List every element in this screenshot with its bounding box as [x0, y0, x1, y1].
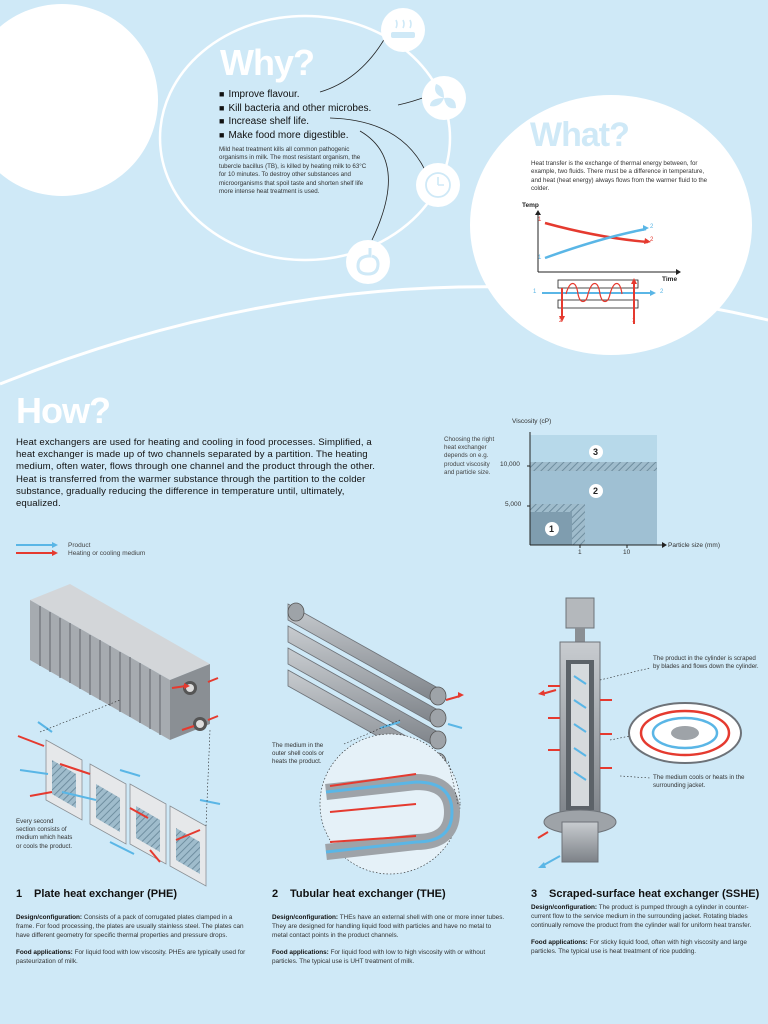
chart-ytick: 5,000: [505, 501, 522, 508]
design-text: THEs have an external shell with one or …: [272, 914, 505, 939]
choose-text: Choosing the right heat exchanger depend…: [444, 436, 495, 476]
why-circle: [158, 14, 452, 262]
why-paragraph: Mild heat treatment kills all common pat…: [219, 146, 367, 196]
section-body: Design/configuration: THEs have an exter…: [272, 913, 508, 966]
graph-label: 2: [650, 224, 654, 230]
clock-icon: [416, 163, 460, 207]
region-label-3: 3: [593, 447, 599, 457]
chart-xtick: 10: [623, 549, 631, 556]
graph-xlabel: Time: [662, 276, 678, 283]
graph-label: 1: [538, 217, 542, 223]
region-label-1: 1: [549, 524, 555, 534]
design-label: Design/configuration:: [272, 914, 339, 921]
why-bullet: Increase shelf life.: [219, 115, 371, 129]
region-2-marker: [589, 484, 603, 498]
hatch-band: [572, 506, 585, 545]
design-label: Design/configuration:: [16, 914, 83, 921]
design-label: Design/configuration:: [531, 904, 598, 911]
hatch-band: [530, 462, 657, 471]
temp-time-graph: [535, 210, 681, 275]
scraped-surface-heat-exchanger-illustration: [537, 597, 742, 868]
section-title-text: Scraped-surface heat exchanger (SSHE): [549, 888, 760, 900]
graph-ylabel: Temp: [522, 202, 539, 209]
section-the: 2 Tubular heat exchanger (THE) Design/co…: [272, 888, 508, 966]
legend-arrows: [16, 542, 58, 556]
why-bullet: Improve flavour.: [219, 88, 371, 102]
why-heading: Why?: [220, 42, 315, 83]
section-number: 2: [272, 888, 279, 900]
chart-ytick: 10,000: [500, 461, 520, 468]
food-label: Food applications:: [272, 949, 329, 956]
how-paragraph: Heat exchangers are used for heating and…: [16, 437, 376, 510]
why-bullet: Make food more digestible.: [219, 129, 371, 143]
pipe-label: 1: [632, 318, 636, 324]
steam-pan-icon: [381, 8, 425, 52]
pipe-diagram: [542, 278, 656, 324]
what-circle: [470, 95, 752, 355]
page-title: Food heat transfer basics: [16, 53, 117, 124]
section-title: 3 Scraped-surface heat exchanger (SSHE): [531, 888, 767, 901]
design-text: Consists of a pack of corrugated plates …: [16, 914, 244, 939]
fan-icon: [422, 76, 466, 120]
what-heading: What?: [530, 116, 630, 154]
section-number: 3: [531, 888, 538, 900]
region-3-marker: [589, 445, 603, 459]
section-sshe: 3 Scraped-surface heat exchanger (SSHE) …: [531, 888, 767, 956]
section-title-text: Plate heat exchanger (PHE): [34, 888, 178, 900]
how-arc: [0, 285, 768, 386]
why-bullet: Kill bacteria and other microbes.: [219, 102, 371, 116]
tubular-heat-exchanger-illustration: [287, 602, 464, 875]
pipe-label: 2: [660, 289, 664, 295]
hatch-band: [530, 504, 585, 512]
how-heading: How?: [16, 390, 111, 431]
title-circle: [0, 4, 158, 196]
food-text: For liquid food with low viscosity. PHEs…: [16, 949, 246, 965]
chart-xtick: 1: [578, 549, 582, 556]
section-title: 2 Tubular heat exchanger (THE): [272, 888, 508, 901]
stomach-icon: [346, 240, 390, 284]
region-label-2: 2: [593, 486, 599, 496]
section-title: 1 Plate heat exchanger (PHE): [16, 888, 252, 901]
section-body: Design/configuration: Consists of a pack…: [16, 913, 252, 966]
pipe-label: 2: [559, 318, 563, 324]
graph-label: 2: [650, 237, 654, 243]
graph-label: 1: [538, 255, 542, 261]
what-paragraph: Heat transfer is the exchange of thermal…: [531, 160, 708, 193]
pipe-label: 1: [533, 289, 537, 295]
legend: Product Heating or cooling medium: [16, 541, 145, 557]
plate-heat-exchanger-illustration: [17, 584, 221, 887]
food-label: Food applications:: [531, 939, 588, 946]
the-note: The medium in the outer shell cools or h…: [272, 742, 324, 766]
legend-label: Product: [68, 541, 91, 549]
why-bullet-list: Improve flavour. Kill bacteria and other…: [219, 88, 371, 142]
sshe-note-bottom: The medium cools or heats in the surroun…: [653, 774, 745, 790]
legend-label: Heating or cooling medium: [68, 549, 146, 557]
section-number: 1: [16, 888, 23, 900]
region-1-marker: [545, 522, 559, 536]
viscosity-chart: [527, 432, 667, 548]
food-label: Food applications:: [16, 949, 73, 956]
section-title-text: Tubular heat exchanger (THE): [290, 888, 446, 900]
chart-ylabel: Viscosity (cP): [512, 418, 552, 425]
legend-item-product: Product: [16, 541, 145, 549]
chart-xlabel: Particle size (mm): [668, 542, 721, 549]
design-text: The product is pumped through a cylinder…: [531, 904, 752, 929]
connector-line: [319, 37, 386, 93]
food-text: For sticky liquid food, often with high …: [531, 939, 747, 955]
section-phe: 1 Plate heat exchanger (PHE) Design/conf…: [16, 888, 252, 966]
legend-item-medium: Heating or cooling medium: [16, 549, 145, 557]
section-body: Design/configuration: The product is pum…: [531, 903, 767, 956]
phe-note: Every second section consists of medium …: [16, 818, 73, 850]
sshe-note-top: The product in the cylinder is scraped b…: [653, 655, 759, 671]
food-text: For liquid food with low to high viscosi…: [272, 949, 486, 965]
